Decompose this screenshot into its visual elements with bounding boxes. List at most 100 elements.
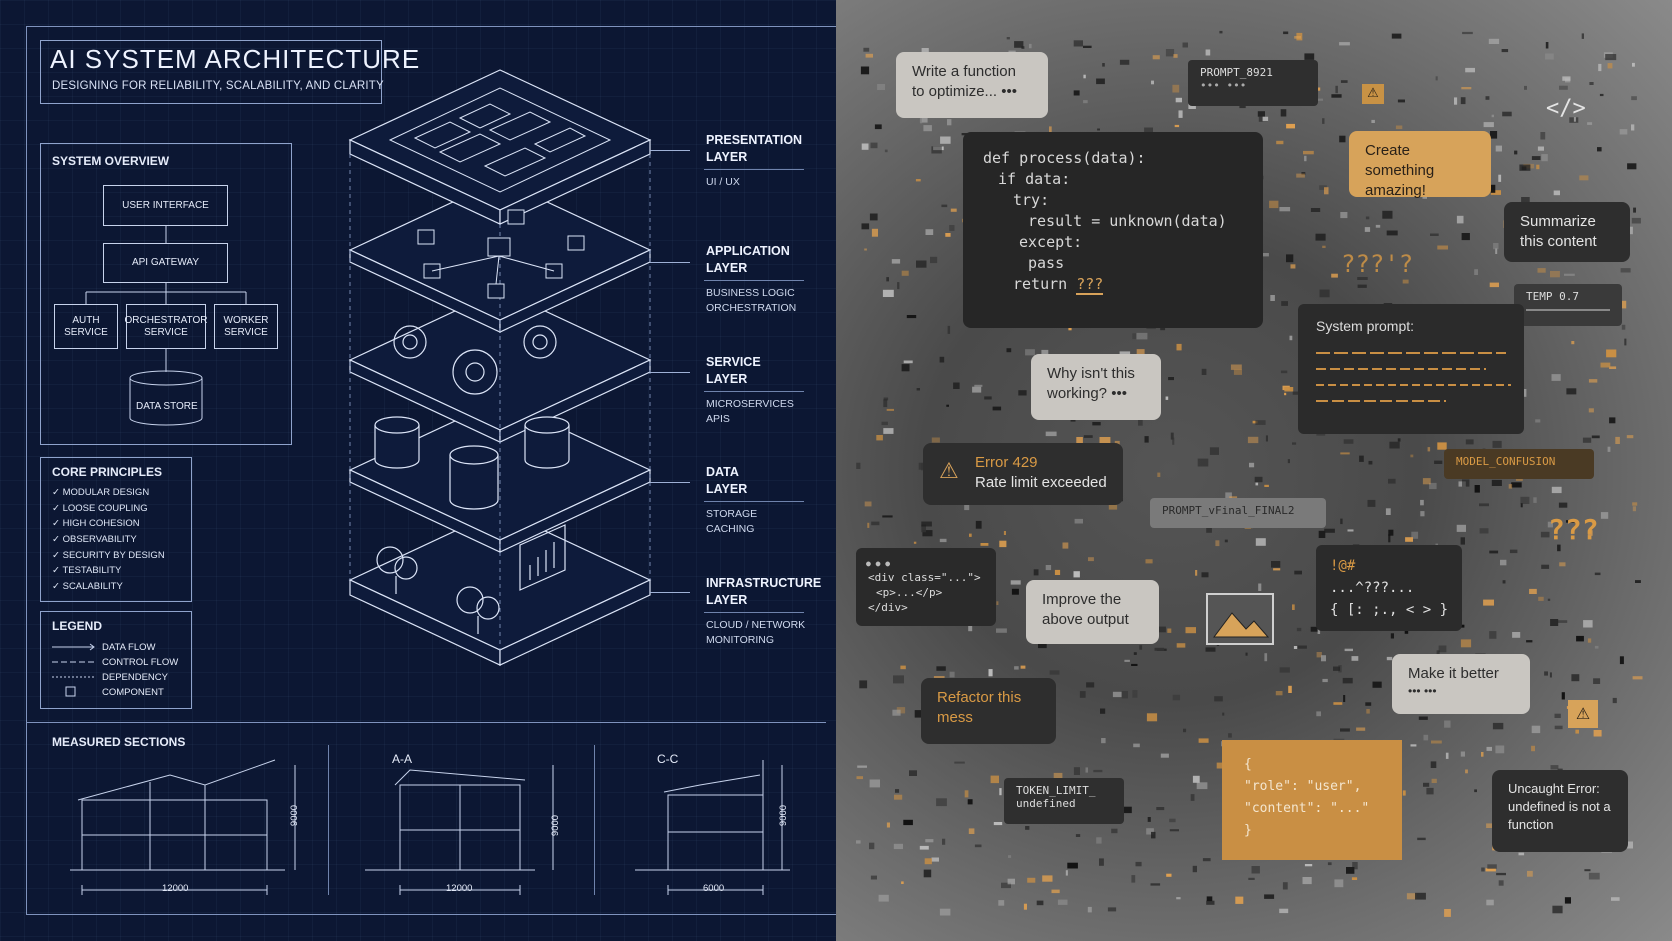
noise-pixel (1225, 492, 1232, 498)
noise-pixel (1265, 435, 1268, 442)
noise-pixel (1550, 619, 1559, 626)
noise-pixel (903, 819, 913, 826)
noise-pixel (1214, 696, 1223, 702)
noise-pixel (1498, 880, 1504, 886)
noise-pixel (998, 900, 1005, 906)
noise-pixel (1280, 109, 1287, 117)
noise-pixel (916, 388, 920, 391)
noise-pixel (1322, 678, 1328, 683)
noise-pixel (1584, 869, 1591, 872)
noise-pixel (1112, 691, 1122, 698)
noise-pixel (1057, 899, 1068, 905)
noise-pixel (1304, 155, 1307, 162)
noise-pixel (1520, 496, 1530, 504)
noise-pixel (1166, 873, 1172, 877)
node-api-gateway: API GATEWAY (103, 243, 228, 283)
noise-pixel (1410, 454, 1414, 458)
noise-pixel (1557, 544, 1561, 552)
noise-pixel (915, 179, 921, 182)
noise-pixel (1620, 268, 1631, 273)
uncaught-error-bubble: Uncaught Error: undefined is not a funct… (1492, 770, 1628, 852)
symbol-block: !@# ...^???... { [: ;., < > } (1316, 545, 1462, 631)
noise-pixel (924, 858, 932, 865)
noise-pixel (921, 48, 929, 53)
noise-pixel (1215, 540, 1220, 547)
noise-pixel (1079, 691, 1086, 698)
noise-pixel (1018, 390, 1027, 396)
noise-pixel (1173, 54, 1178, 58)
noise-pixel (964, 790, 969, 798)
noise-pixel (1535, 419, 1541, 423)
page-title: AI SYSTEM ARCHITECTURE (50, 44, 421, 74)
noise-pixel (933, 676, 945, 679)
noise-pixel (1561, 692, 1565, 700)
noise-pixel (1083, 435, 1093, 438)
noise-pixel (1255, 538, 1266, 546)
noise-pixel (975, 520, 982, 529)
noise-pixel (1395, 125, 1403, 130)
noise-pixel (1566, 388, 1577, 395)
noise-pixel (1397, 438, 1401, 442)
noise-pixel (1185, 627, 1196, 634)
principle-item: ✓ MODULAR DESIGN (52, 487, 150, 498)
noise-pixel (1288, 685, 1292, 693)
dim-height-1: 9000 (289, 804, 301, 827)
principle-item: ✓ HIGH COHESION (52, 518, 140, 529)
noise-pixel (1593, 730, 1602, 737)
system-overview-box (40, 143, 292, 445)
noise-pixel (1025, 349, 1035, 356)
noise-pixel (954, 761, 965, 764)
noise-pixel (1633, 207, 1636, 213)
noise-pixel (1339, 42, 1350, 46)
noise-pixel (1036, 900, 1044, 906)
noise-pixel (1632, 502, 1638, 506)
noise-pixel (1202, 858, 1211, 862)
noise-pixel (1322, 245, 1326, 248)
noise-pixel (1493, 243, 1499, 250)
noise-pixel (1531, 745, 1535, 752)
noise-pixel (1429, 482, 1437, 490)
noise-pixel (1481, 752, 1484, 757)
noise-pixel (1023, 903, 1027, 910)
noise-pixel (1626, 435, 1634, 439)
noise-pixel (941, 204, 948, 208)
noise-pixel (967, 799, 973, 805)
noise-pixel (1594, 645, 1599, 649)
noise-pixel (869, 213, 878, 221)
noise-pixel (1262, 116, 1269, 122)
page-subtitle: DESIGNING FOR RELIABILITY, SCALABILITY, … (52, 80, 384, 92)
noise-pixel (1310, 208, 1321, 212)
noise-pixel (919, 845, 929, 850)
dim-width-3: 6000 (703, 883, 725, 894)
noise-pixel (1454, 97, 1458, 105)
noise-pixel (1131, 663, 1138, 666)
noise-pixel (1045, 565, 1052, 571)
noise-pixel (1564, 273, 1575, 276)
noise-pixel (1331, 94, 1342, 98)
noise-pixel (1190, 794, 1195, 801)
noise-pixel (1611, 897, 1620, 901)
warning-icon: ⚠ (1362, 84, 1384, 104)
noise-pixel (1053, 772, 1063, 779)
noise-pixel (882, 289, 894, 297)
noise-pixel (1150, 883, 1161, 886)
section-separator (594, 745, 595, 895)
noise-pixel (968, 828, 975, 834)
chaos-panel: Write a function to optimize... ••• PROM… (836, 0, 1672, 941)
noise-pixel (1544, 671, 1548, 676)
noise-pixel (1491, 114, 1494, 118)
noise-pixel (953, 382, 960, 389)
dim-height-2: 9000 (550, 814, 562, 837)
noise-pixel (1357, 277, 1368, 280)
noise-pixel (1322, 118, 1325, 124)
noise-pixel (1465, 439, 1474, 445)
noise-pixel (1239, 105, 1246, 109)
noise-pixel (1014, 41, 1024, 48)
noise-pixel (1405, 537, 1413, 542)
noise-pixel (1097, 128, 1100, 131)
noise-pixel (1527, 870, 1533, 877)
noise-pixel (1559, 85, 1568, 90)
noise-pixel (1372, 681, 1382, 688)
noise-pixel (1314, 98, 1323, 101)
